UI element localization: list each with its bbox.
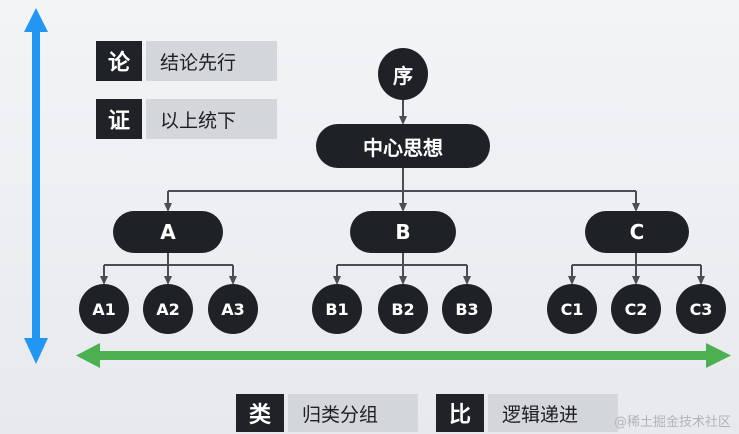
node-intro: 序 [378,48,428,100]
watermark-text: @稀土掘金技术社区 [613,415,731,430]
tag-lei-key: 类 [236,394,284,432]
node-a1: A1 [79,284,129,334]
vertical-double-arrow [24,8,48,364]
tag-zheng-value: 以上统下 [146,99,277,139]
tag-lei-value: 归类分组 [288,394,418,432]
node-c3: C3 [676,284,726,334]
node-b3: B3 [442,284,492,334]
node-group-a: A [113,211,223,253]
node-c2: C2 [611,284,661,334]
tag-lun-value: 结论先行 [146,41,277,81]
node-a3: A3 [208,284,258,334]
tag-bi-value: 逻辑递进 [488,394,618,432]
tag-bi-key: 比 [436,394,484,432]
horizontal-double-arrow [76,343,731,368]
node-root: 中心思想 [316,124,490,168]
node-a2: A2 [143,284,193,334]
node-b1: B1 [312,284,362,334]
node-group-b: B [350,211,456,253]
tag-zheng-key: 证 [96,99,142,139]
tag-lun-key: 论 [96,41,142,81]
node-b2: B2 [378,284,428,334]
node-c1: C1 [547,284,597,334]
node-group-c: C [585,211,689,253]
